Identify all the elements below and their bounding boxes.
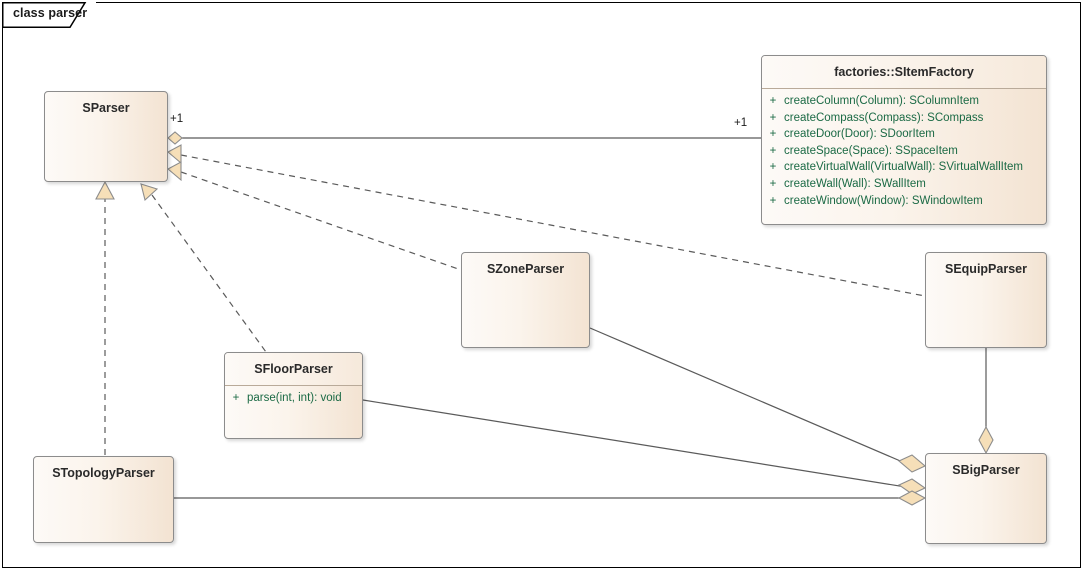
member-signature: parse(int, int): void xyxy=(247,392,342,404)
member-row: + createVirtualWall(VirtualWall): SVirtu… xyxy=(762,159,1046,176)
multiplicity-label-sparser: +1 xyxy=(170,113,184,125)
class-box-sitemfactory[interactable]: factories::SItemFactory + createColumn(C… xyxy=(761,55,1047,225)
class-box-sbigparser[interactable]: SBigParser xyxy=(925,453,1047,544)
member-visibility: + xyxy=(769,177,777,190)
member-visibility: + xyxy=(769,161,777,174)
frame-tab-shape xyxy=(2,2,87,28)
class-title-sequipparser: SEquipParser xyxy=(945,262,1027,276)
class-title-sfloorparser: SFloorParser xyxy=(225,353,362,386)
member-visibility: + xyxy=(769,194,777,207)
member-visibility: + xyxy=(232,392,240,404)
frame-tab-label: class parser xyxy=(13,6,88,20)
class-members-sfloorparser: + parse(int, int): void xyxy=(225,386,362,413)
class-title-sbigparser: SBigParser xyxy=(952,463,1020,477)
class-title-szoneparser: SZoneParser xyxy=(486,262,565,276)
member-row: + createWindow(Window): SWindowItem xyxy=(762,193,1046,210)
class-members-sitemfactory: + createColumn(Column): SColumnItem + cr… xyxy=(762,89,1046,215)
member-row: + createCompass(Compass): SCompass xyxy=(762,110,1046,127)
member-row: + createWall(Wall): SWallItem xyxy=(762,176,1046,193)
member-signature: createWindow(Window): SWindowItem xyxy=(784,194,983,207)
member-visibility: + xyxy=(769,95,777,107)
member-row: + createSpace(Space): SSpaceItem xyxy=(762,143,1046,160)
class-title-sitemfactory: factories::SItemFactory xyxy=(762,56,1046,89)
member-visibility: + xyxy=(769,111,777,124)
class-title-sparser: SParser xyxy=(82,101,130,115)
class-box-sequipparser[interactable]: SEquipParser xyxy=(925,252,1047,348)
class-box-sfloorparser[interactable]: SFloorParser + parse(int, int): void xyxy=(224,352,363,439)
class-box-szoneparser[interactable]: SZoneParser xyxy=(461,252,590,348)
member-row: + createColumn(Column): SColumnItem xyxy=(762,93,1046,110)
member-signature: createSpace(Space): SSpaceItem xyxy=(784,144,958,157)
diagram-frame xyxy=(2,2,1081,568)
diagram-frame-tab: class parser xyxy=(2,2,96,28)
member-signature: createColumn(Column): SColumnItem xyxy=(784,95,979,107)
member-visibility: + xyxy=(769,144,777,157)
class-box-sparser[interactable]: SParser xyxy=(44,91,168,182)
member-row: + createDoor(Door): SDoorItem xyxy=(762,126,1046,143)
class-title-stopologyparser: STopologyParser xyxy=(52,466,155,480)
member-signature: createCompass(Compass): SCompass xyxy=(784,111,984,124)
member-signature: createDoor(Door): SDoorItem xyxy=(784,128,935,141)
member-visibility: + xyxy=(769,128,777,141)
class-box-stopologyparser[interactable]: STopologyParser xyxy=(33,456,174,543)
member-signature: createVirtualWall(VirtualWall): SVirtual… xyxy=(784,161,1024,174)
multiplicity-label-itemfactory: +1 xyxy=(734,117,748,129)
member-row: + parse(int, int): void xyxy=(225,390,362,407)
member-signature: createWall(Wall): SWallItem xyxy=(784,177,926,190)
